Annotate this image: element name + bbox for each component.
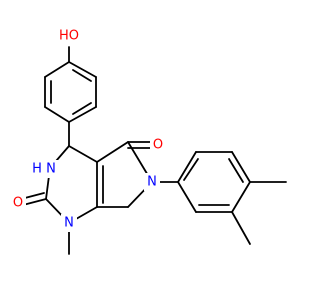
bond [231, 151, 251, 183]
ring-nitrogen-1-label: N [64, 216, 74, 231]
label-layer: HO H N N N O O [10, 27, 166, 232]
bond [231, 211, 251, 245]
ring-nitrogen-6-label: N [147, 175, 157, 190]
bond [22, 198, 47, 206]
bond [68, 145, 98, 163]
molecule-drawing: HO H N N N O O [10, 27, 287, 255]
bond [44, 106, 70, 123]
bond [177, 181, 197, 213]
bond [44, 61, 70, 78]
carbonyl-oxygen-5-label: O [153, 138, 163, 153]
carbonyl-oxygen-2-label: O [13, 196, 23, 211]
bond [96, 141, 129, 163]
bond [72, 102, 92, 115]
bond [183, 158, 199, 181]
bond [68, 106, 97, 123]
bond [177, 151, 197, 183]
structure-canvas: HO H N N N O O [10, 27, 287, 255]
hydroxyl-label: HO [59, 29, 79, 44]
bond [72, 69, 92, 82]
bond [68, 61, 97, 78]
amide-nh-label: H N [32, 162, 56, 177]
bond [228, 158, 244, 183]
bond [231, 181, 251, 213]
